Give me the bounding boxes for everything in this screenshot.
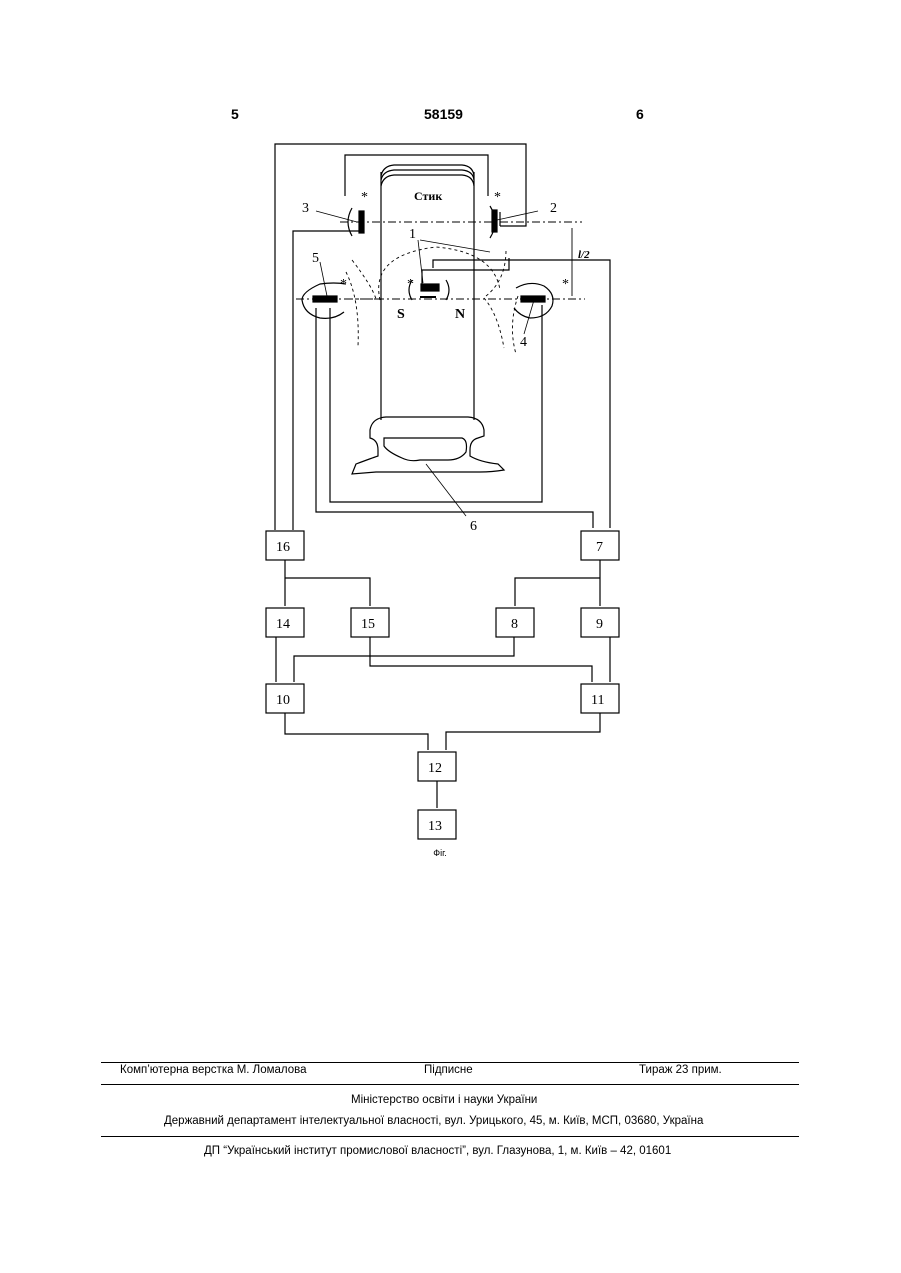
block-label-10: 10: [276, 693, 290, 708]
block-label-7: 7: [596, 540, 603, 555]
block-label-14: 14: [276, 617, 290, 632]
callout-5: 5: [312, 251, 319, 266]
rail-head-top: [381, 175, 474, 186]
footer-department: Державний департамент інтелектуальної вл…: [164, 1115, 703, 1127]
figure-caption: Фіг.: [420, 848, 460, 858]
label-dimension: l/2: [578, 249, 590, 261]
footer-typesetting: Комп’ютерна верстка М. Ломалова: [120, 1064, 307, 1076]
footer-circulation: Тираж 23 прим.: [639, 1064, 722, 1076]
label-pole-n: N: [455, 307, 465, 322]
footer-ministry: Міністерство освіти і науки України: [351, 1094, 537, 1106]
footer-institute: ДП “Український інститут промислової вла…: [204, 1145, 671, 1157]
wire-sensor3: [293, 231, 363, 530]
star-mark: *: [562, 277, 569, 292]
footer-signed: Підписне: [424, 1064, 473, 1076]
callout-6: 6: [470, 519, 477, 534]
callout-2: 2: [550, 201, 557, 216]
block-label-13: 13: [428, 819, 442, 834]
block-label-16: 16: [276, 540, 290, 555]
callout-4: 4: [520, 335, 527, 350]
block-label-8: 8: [511, 617, 518, 632]
label-pole-s: S: [397, 307, 405, 322]
block-label-11: 11: [591, 693, 604, 708]
wire-sensor5: [316, 308, 593, 528]
star-mark: *: [361, 190, 368, 205]
block-label-15: 15: [361, 617, 375, 632]
star-mark: *: [407, 277, 414, 292]
callout-3: 3: [302, 201, 309, 216]
footer-rule-bottom: [101, 1136, 799, 1137]
star-mark: *: [340, 277, 347, 292]
block-label-12: 12: [428, 761, 442, 776]
block-label-9: 9: [596, 617, 603, 632]
label-stik: Стик: [414, 189, 442, 203]
footer-rule-middle: [101, 1084, 799, 1085]
rail-cross-section: [352, 417, 504, 474]
footer-rule-top: [101, 1062, 799, 1063]
star-mark: *: [494, 190, 501, 205]
callout-1: 1: [409, 227, 416, 242]
